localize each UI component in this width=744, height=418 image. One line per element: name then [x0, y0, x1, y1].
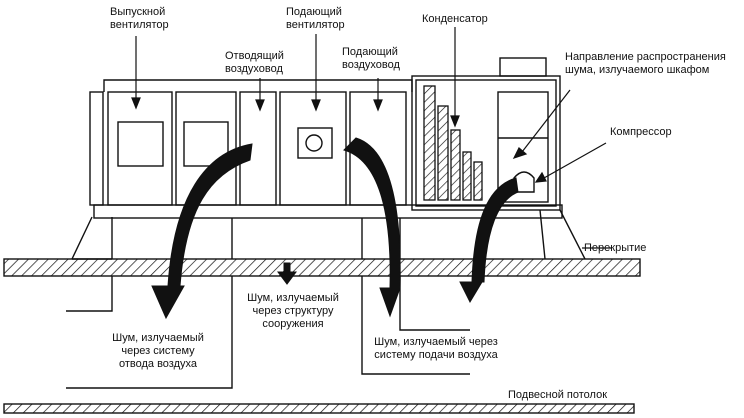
filter-window: [183, 121, 229, 167]
end-panel: [89, 91, 104, 206]
label-compressor: Компрессор: [610, 126, 672, 138]
label-noise-supply: Шум, излучаемый через систему подачи воз…: [374, 336, 498, 361]
label-condenser: Конденсатор: [422, 13, 488, 25]
compressor-panel: [497, 91, 549, 203]
top-frame: [103, 79, 413, 92]
supply-noise-arrow: [343, 137, 401, 318]
exhaust-noise-arrow: [151, 143, 253, 320]
left-support: [71, 216, 113, 260]
exhaust-fan-module: [107, 91, 173, 206]
label-noise-direction: Направление распространения шума, излуча…: [565, 51, 726, 76]
condenser-coils: [423, 85, 483, 201]
structure-noise-arrow: [277, 262, 297, 285]
supply-fan-module: [279, 91, 347, 206]
leader-noise-direction: [521, 89, 571, 153]
leader-compressor: [543, 142, 607, 179]
suspended-ceiling: [3, 403, 635, 414]
label-supply-fan: Подающий вентилятор: [286, 6, 345, 31]
label-ceiling: Подвесной потолок: [508, 389, 608, 401]
label-noise-structure: Шум, излучаемый через структуру сооружен…: [247, 292, 339, 330]
supply-duct-left: [361, 218, 470, 375]
floor-slab: [3, 258, 641, 277]
exhaust-duct-hanger-left: [66, 276, 113, 312]
label-supply-duct: Подающий воздуховод: [342, 46, 400, 71]
cabinet-noise-arrow: [459, 177, 519, 304]
fan-wheel: [305, 134, 323, 152]
cabinet-inner: [415, 79, 557, 207]
label-exhaust-fan: Выпускной вентилятор: [110, 6, 169, 31]
label-noise-exhaust: Шум, излучаемый через систему отвода воз…: [112, 332, 204, 370]
exhaust-duct-drop: [66, 218, 233, 389]
compressor-shape: [513, 171, 535, 193]
label-floor: Перекрытие: [584, 242, 647, 254]
condenser-outlet: [499, 57, 547, 77]
fan-housing: [297, 127, 333, 159]
label-exhaust-duct: Отводящий воздуховод: [225, 50, 284, 75]
exhaust-fan-window: [117, 121, 164, 167]
